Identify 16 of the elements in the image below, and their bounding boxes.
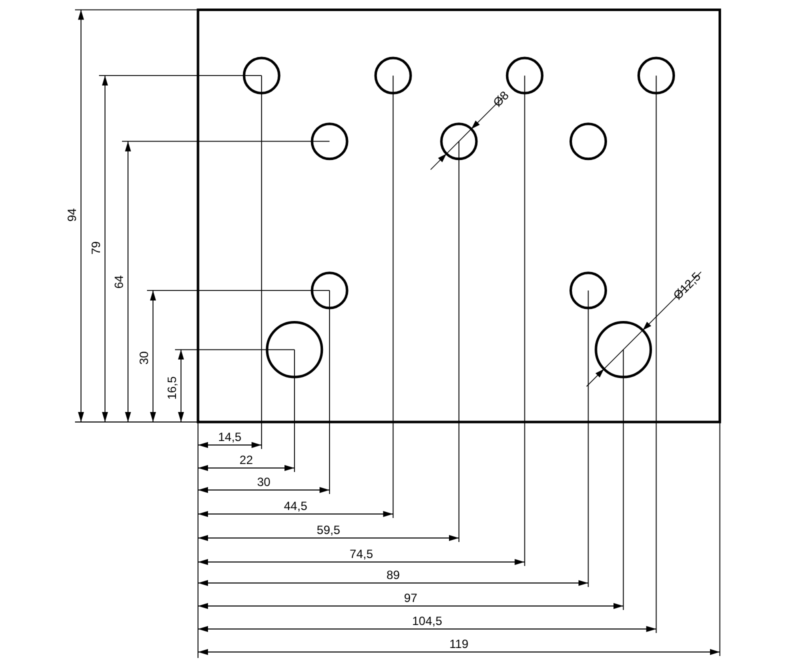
dimension-text: 16,5 [165, 375, 179, 401]
dimension-text: 30 [256, 475, 272, 489]
dimension-text: Ø8 [490, 88, 513, 110]
dimension-text: 22 [238, 453, 254, 467]
dimension-text: 94 [65, 207, 79, 223]
dimension-text: 119 [448, 637, 470, 651]
dimension-text: 64 [112, 274, 126, 290]
dimension-text: 104,5 [411, 614, 444, 628]
dimension-text: 79 [89, 240, 103, 256]
dimension-text: 59,5 [316, 523, 342, 537]
dimension-text: 74,5 [348, 547, 374, 561]
dimension-text: 89 [385, 568, 401, 582]
dimension-text: 14,5 [217, 430, 242, 444]
dimension-text: 30 [137, 350, 151, 366]
dimension-text: 97 [403, 591, 418, 605]
dimension-text: 44,5 [282, 499, 308, 513]
